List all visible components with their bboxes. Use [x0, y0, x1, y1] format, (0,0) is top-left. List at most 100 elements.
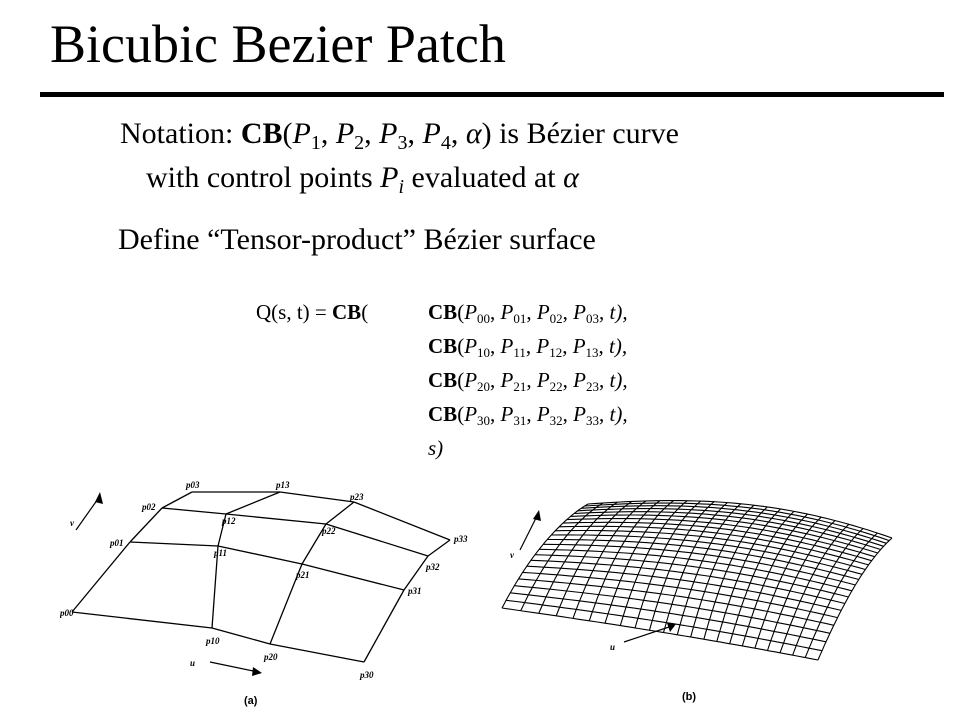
figure-a-control-net: p10p11p12p13p20p21p22p23p30p31p32p33p00p…	[60, 480, 468, 707]
p-symbol: P	[500, 368, 514, 392]
cb-symbol: CB	[428, 334, 458, 358]
equation-last: s)	[428, 436, 443, 461]
net-edge	[211, 627, 271, 645]
net-edge	[353, 501, 451, 541]
surface-isoline-t	[514, 585, 831, 634]
notation-prefix: Notation:	[120, 117, 241, 150]
separator: ,	[364, 117, 380, 150]
v-label: v	[510, 550, 515, 560]
separator: ,	[599, 402, 610, 426]
surface-isoline-t	[543, 543, 856, 586]
control-point-label: p01	[109, 538, 124, 548]
surface-isoline-t	[587, 500, 893, 539]
surface-isoline-t	[530, 559, 846, 605]
u-label: u	[610, 642, 615, 652]
notation-line2-suffix: evaluated at	[404, 161, 564, 194]
equation-row-2: CB(P20, P21, P22, P23, t),	[428, 368, 628, 393]
separator: ,	[490, 300, 501, 324]
index-31: 31	[513, 413, 527, 428]
row-end: t),	[609, 334, 628, 358]
separator: ,	[490, 402, 501, 426]
index-30: 30	[477, 413, 491, 428]
v-arrow-line	[519, 513, 539, 551]
surface-isoline-t	[526, 565, 842, 611]
separator: ,	[320, 117, 336, 150]
control-point-label: p31	[407, 586, 422, 596]
control-point-label: p33	[453, 534, 468, 544]
control-point-label: p21	[295, 570, 310, 580]
net-edge	[71, 611, 213, 629]
s-param: s)	[428, 436, 444, 460]
separator: ,	[450, 117, 466, 150]
cb-symbol: CB	[428, 368, 458, 392]
separator: ,	[525, 334, 537, 358]
notation-line-2: with control points Pi evaluated at α	[146, 160, 579, 197]
net-edge	[129, 507, 163, 543]
net-edge	[161, 507, 227, 515]
slide-title: Bicubic Bezier Patch	[50, 14, 506, 74]
index-00: 00	[477, 311, 491, 326]
surface-isoline-t	[534, 554, 849, 598]
equation-row-1: CB(P10, P11, P12, P13, t),	[428, 334, 627, 359]
separator: ,	[490, 368, 501, 392]
p-symbol: P	[464, 368, 478, 392]
net-edge	[363, 589, 405, 663]
p-symbol: P	[536, 402, 550, 426]
net-edge	[325, 501, 355, 525]
surface-isoline-t	[522, 571, 838, 619]
p-symbol: P	[573, 368, 586, 392]
p-symbol: P	[379, 117, 398, 150]
index-13: 13	[585, 345, 599, 360]
p-symbol: P	[573, 300, 586, 324]
cb-symbol: CB	[332, 300, 362, 324]
net-edge	[403, 555, 429, 591]
net-edge	[161, 491, 193, 509]
control-point-label: p03	[185, 480, 200, 490]
notation-line2-prefix: with control points	[146, 161, 381, 194]
net-edge	[427, 539, 451, 557]
net-edge	[225, 513, 327, 525]
control-point-label: p02	[141, 502, 156, 512]
p-symbol: P	[500, 402, 514, 426]
paren-open: (	[457, 368, 465, 392]
v-label: v	[70, 518, 75, 528]
surface-isoline-t	[574, 511, 881, 551]
net-edge	[301, 523, 327, 565]
surface-isoline-t	[506, 599, 823, 652]
surface-isoline-t	[577, 508, 884, 547]
net-edge	[71, 541, 131, 613]
define-line: Define “Tensor-product” Bézier surface	[118, 223, 596, 256]
index-11: 11	[513, 345, 526, 360]
control-point-label: p13	[275, 480, 290, 490]
u-arrow-line	[623, 625, 673, 643]
row-end: t),	[609, 300, 628, 324]
surface-isoline-t	[501, 607, 819, 661]
p-symbol: P	[536, 334, 550, 358]
paren-open: (	[457, 402, 465, 426]
net-edge	[129, 541, 219, 547]
index-33: 33	[586, 413, 599, 428]
control-point-label: p12	[221, 516, 236, 526]
notation-line-1: Notation: CB(P1, P2, P3, P4, α) is Bézie…	[120, 116, 679, 154]
separator: ,	[526, 402, 537, 426]
control-point-label: p23	[349, 492, 364, 502]
index-4: 4	[440, 132, 451, 154]
separator: ,	[407, 117, 423, 150]
p-symbol: P	[500, 300, 514, 324]
p-symbol: P	[335, 117, 355, 150]
surface-isoline-t	[559, 525, 869, 566]
v-arrowhead-icon	[533, 510, 541, 521]
index-2: 2	[354, 132, 365, 154]
control-point-label: p11	[213, 548, 227, 558]
net-edge	[279, 491, 355, 503]
net-edge	[225, 491, 281, 515]
surface-isoline-t	[551, 534, 863, 575]
paren-open: (	[282, 117, 293, 150]
title-rule	[40, 92, 944, 97]
net-edge	[325, 523, 429, 557]
surface-isoline-t	[510, 592, 827, 643]
separator: ,	[562, 300, 574, 324]
figure-b-surface: vu(b)	[501, 500, 893, 703]
index-1: 1	[310, 132, 321, 154]
separator: ,	[526, 300, 537, 324]
